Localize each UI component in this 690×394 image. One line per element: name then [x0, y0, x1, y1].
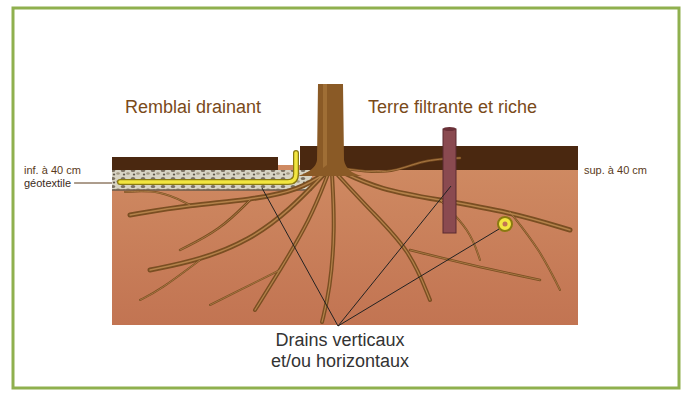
trunk-highlight: [323, 84, 327, 168]
topsoil-left: [112, 157, 278, 171]
root-highlight: [410, 250, 540, 280]
root: [335, 172, 430, 300]
dimension-label: inf. à 40 cm: [24, 164, 81, 177]
root-highlight: [125, 191, 190, 205]
root: [125, 191, 190, 205]
drains-label: Drains verticaux et/ou horizontaux: [255, 330, 425, 371]
drain-section: [498, 217, 512, 231]
root-highlight: [335, 172, 430, 300]
root: [510, 212, 560, 290]
drain-bore: [503, 222, 508, 227]
root-highlight: [130, 170, 330, 215]
root-highlight: [180, 200, 250, 250]
leader-lines: [262, 186, 499, 326]
root: [410, 250, 540, 280]
tree-trunk: [298, 84, 362, 176]
fill-label: Remblai drainant: [125, 97, 261, 118]
leader-line: [74, 183, 112, 184]
vertical-drain: [443, 129, 456, 233]
horizontal-drain: [120, 153, 296, 182]
vertical-drain-top: [443, 127, 456, 131]
subsoil: [112, 165, 578, 325]
root-highlight: [210, 270, 280, 305]
material-label: géotextile: [24, 177, 71, 190]
root: [340, 158, 460, 172]
horizontal-drain-core: [120, 153, 296, 182]
root-highlight: [510, 212, 560, 290]
root-highlight: [340, 158, 460, 172]
root-highlight: [140, 260, 200, 300]
soil-label: Terre filtrante et riche: [368, 97, 537, 118]
frame: [13, 8, 679, 388]
dimension-label: sup. à 40 cm: [584, 164, 647, 177]
